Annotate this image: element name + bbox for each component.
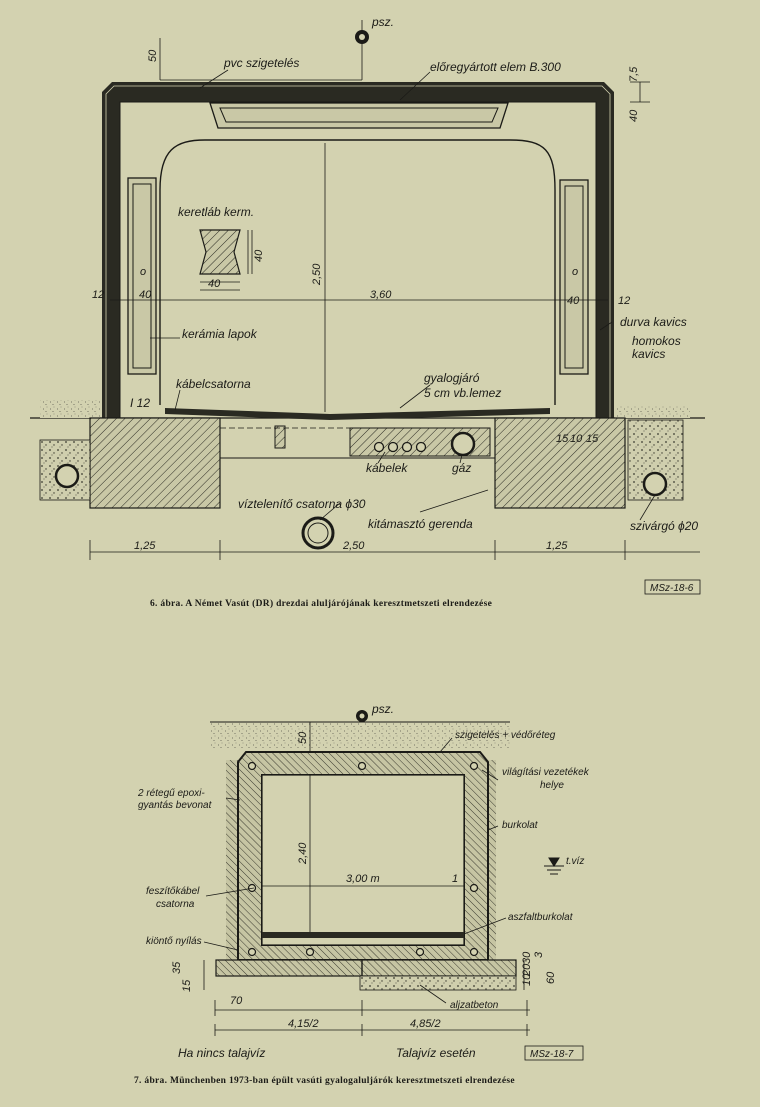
caption-figure-6: 6. ábra. A Német Vasút (DR) drezdai alul…: [150, 598, 492, 609]
label-strut-beam: kitámasztó gerenda: [368, 517, 473, 531]
dim-r3: 3: [533, 951, 545, 958]
gas-pipe: [450, 431, 476, 457]
foundation-left: [89, 417, 221, 509]
dim-15: 15: [181, 979, 193, 992]
label-lining: burkolat: [502, 820, 539, 831]
label-water-table: t.víz: [566, 856, 584, 867]
soil-right: [615, 405, 690, 418]
dim-one: 1: [452, 873, 458, 885]
label-lighting-2: helye: [540, 780, 564, 791]
precast-vault: [159, 139, 556, 405]
label-gas: gáz: [452, 461, 471, 475]
dim-50-2: 50: [297, 731, 309, 744]
dim-r20: 20: [521, 963, 533, 977]
dim-15-b: 15: [586, 433, 599, 445]
label-tendon-2: csatorna: [156, 899, 195, 910]
label-sandy-1: homokos: [632, 334, 681, 348]
label-keretlab: keretláb kerm.: [178, 205, 254, 219]
dim-1-25-right: 1,25: [546, 540, 568, 552]
label-outlet: kiöntő nyílás: [146, 936, 202, 947]
label-drain: víztelenítő csatorna ϕ30: [238, 497, 366, 511]
dimension-lines-2: [203, 722, 530, 1036]
soil-top: [210, 720, 510, 748]
label-with-groundwater: Talajvíz esetén: [396, 1046, 476, 1060]
dim-12-left: 12: [92, 289, 104, 301]
dim-r60: 60: [545, 971, 557, 984]
dim-40-b: 40: [253, 249, 265, 262]
top-beam: [209, 102, 509, 129]
figure-1: o o: [30, 15, 705, 609]
label-epoxy-2: gyantás bevonat: [138, 800, 213, 811]
asphalt-floor: [262, 932, 464, 938]
right-col-mark: o: [572, 266, 578, 278]
left-col-mark: o: [140, 266, 146, 278]
label-epoxy-1: 2 rétegű epoxi-: [137, 788, 205, 799]
dim-3-00: 3,00 m: [346, 873, 380, 885]
dim-3-60: 3,60: [370, 289, 392, 301]
water-table-symbol: [544, 857, 564, 875]
dim-2-40: 2,40: [297, 842, 309, 865]
dim-4-15: 4,15/2: [288, 1018, 319, 1030]
label-lean-concrete: aljzatbeton: [450, 1000, 499, 1011]
label-walkway: gyalogjáró: [424, 371, 480, 385]
leaders-1: [150, 69, 656, 521]
dim-40-top: 40: [628, 109, 640, 122]
label-pvc: pvc szigetelés: [223, 56, 299, 70]
label-cables: kábelek: [366, 461, 408, 475]
figure-2: psz. szigetelés + védőréteg 2 rétegű epo…: [134, 702, 590, 1086]
dim-1-25-left: 1,25: [134, 540, 156, 552]
dim-15-a: 15: [556, 433, 569, 445]
label-precast: előregyártott elem B.300: [430, 60, 561, 74]
dim-40-right: 40: [567, 295, 580, 307]
tunnel-frame: [102, 82, 614, 418]
dim-2-50-base: 2,50: [342, 540, 365, 552]
label-ceramic: kerámia lapok: [182, 327, 258, 341]
seepage-left: [54, 463, 80, 489]
leaders-2: [203, 737, 507, 1004]
ref-msz-18-7: MSz-18-7: [530, 1049, 574, 1060]
cable-bundle: [373, 441, 427, 453]
dim-10: 10: [570, 433, 583, 445]
tendon-ducts: [247, 761, 479, 957]
label-seepage: szivárgó ϕ20: [630, 519, 698, 533]
label-asphalt: aszfaltburkolat: [508, 912, 574, 923]
dim-2-50-h: 2,50: [311, 263, 323, 286]
dim-40-left: 40: [139, 289, 152, 301]
dimension-lines-1: [89, 20, 700, 560]
dim-50-1: 50: [147, 49, 159, 62]
label-sandy-2: kavics: [632, 347, 665, 361]
label-i12: I 12: [130, 396, 150, 410]
label-slab: 5 cm vb.lemez: [424, 386, 501, 400]
label-no-groundwater: Ha nincs talajvíz: [178, 1046, 265, 1060]
foundation-right: [494, 417, 626, 509]
label-coarse-gravel: durva kavics: [620, 315, 687, 329]
dim-4-85: 4,85/2: [410, 1018, 441, 1030]
dim-12-right: 12: [618, 295, 630, 307]
caption-figure-7: 7. ábra. Münchenben 1973-ban épült vasút…: [134, 1076, 515, 1086]
soil-left: [40, 400, 100, 418]
dim-40-a: 40: [208, 278, 221, 290]
lean-concrete: [359, 975, 517, 991]
label-lighting-1: világítási vezetékek: [502, 767, 590, 778]
label-psz-2: psz.: [371, 702, 394, 716]
label-psz-1: psz.: [371, 15, 394, 29]
dim-35: 35: [171, 961, 183, 974]
dim-r30: 30: [521, 951, 533, 964]
dim-70: 70: [230, 995, 243, 1007]
ref-msz-18-6: MSz-18-6: [650, 583, 694, 594]
floor-slab: [165, 408, 550, 420]
base-slab: [215, 959, 517, 977]
label-cable-channel: kábelcsatorna: [176, 377, 251, 391]
seepage-right: [642, 471, 668, 497]
label-tendon-1: feszítőkábel: [146, 886, 200, 897]
dim-r10: 10: [521, 973, 533, 986]
leg-detail: [199, 229, 241, 275]
drain-pipe: [301, 516, 335, 550]
dim-7-5: 7,5: [628, 66, 640, 82]
label-insulation: szigetelés + védőréteg: [455, 730, 556, 741]
